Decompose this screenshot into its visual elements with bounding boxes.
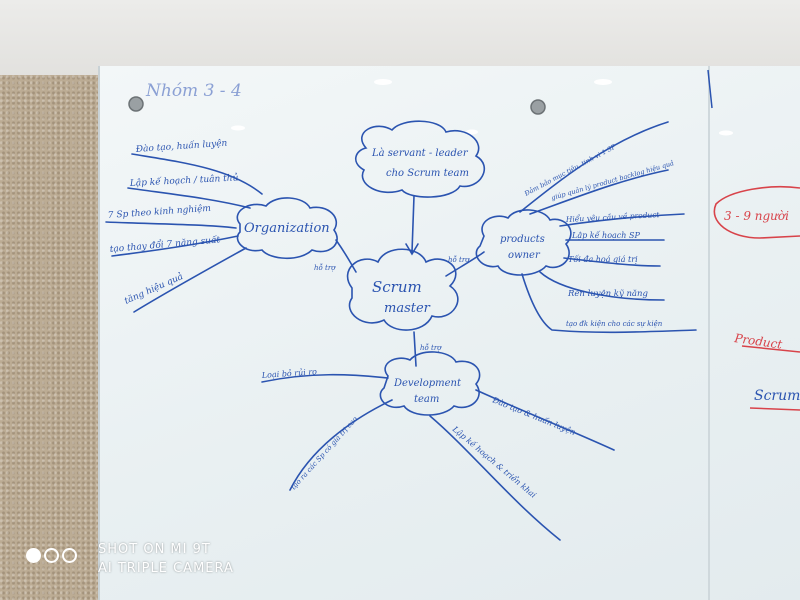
product-owner-line2: owner: [508, 250, 541, 261]
servant-leader-cloud: [355, 120, 486, 198]
dev-team-line2: team: [414, 394, 439, 405]
product-owner-link-label: hỗ trợ: [448, 255, 470, 264]
center-label-line2: master: [384, 301, 431, 316]
organization-item: Đào tạo, huấn luyện: [134, 138, 227, 155]
branch-line: [105, 221, 237, 229]
connector-arrow: [405, 243, 419, 256]
product-owner-item: giúp quản lý product backlog hiệu quả: [550, 158, 675, 202]
whiteboard-seam: [708, 66, 710, 600]
watermark-line1: SHOT ON MI 9T: [98, 542, 211, 557]
lens-dot-icon: [26, 548, 41, 563]
right-board-text: Product: [733, 331, 784, 352]
right-board-text: Scrum: [754, 388, 800, 404]
office-wall: [0, 0, 800, 75]
servant-leader-line2: cho Scrum team: [386, 168, 469, 179]
organization-item: tăng hiệu quả: [123, 271, 185, 307]
dev-team-item: Lập kế hoạch & triển khai: [450, 424, 538, 500]
organization-label: Organization: [244, 221, 330, 236]
dev-team-item: Loại bỏ rủi ro: [261, 367, 318, 380]
center-cloud: [346, 248, 459, 331]
branch-line: [475, 389, 615, 451]
red-underline: [749, 407, 800, 411]
organization-item: 7 Sp theo kinh nghiệm: [107, 203, 211, 221]
lens-dot-icon: [62, 548, 77, 563]
connector: [335, 239, 357, 273]
connector-arrow: [411, 195, 415, 253]
product-owner-cloud: [475, 209, 572, 276]
product-owner-item: Rèn luyện kỹ năng: [567, 288, 648, 299]
dev-team-link-label: hỗ trợ: [420, 343, 442, 352]
branch-line: [521, 273, 697, 334]
whiteboard: [98, 66, 800, 600]
branch-line: [111, 235, 239, 257]
watermark-line2: AI TRIPLE CAMERA: [98, 561, 234, 576]
product-owner-line1: products: [500, 234, 545, 245]
branch-line: [133, 247, 247, 313]
product-owner-item: Tối đa hoá giá trị: [568, 255, 638, 264]
product-owner-item: Lập kế hoạch SP: [571, 231, 640, 240]
branch-line: [429, 415, 561, 541]
organization-item: tạo thay đổi 7 năng suất: [109, 233, 221, 255]
connector: [413, 331, 417, 367]
corkboard-panel: [0, 75, 98, 600]
group-heading: Nhóm 3 - 4: [145, 81, 242, 101]
product-owner-item: tạo đk kiện cho các sự kiện: [566, 320, 663, 328]
light-reflection: [719, 130, 733, 136]
organization-link-label: hỗ trợ: [314, 263, 336, 272]
branch-line: [539, 271, 665, 301]
branch-line: [529, 169, 669, 215]
organization-item: Lập kế hoạch / tuân thủ: [129, 172, 239, 189]
dev-team-cloud: [379, 351, 481, 416]
servant-leader-line1: Là servant - leader: [371, 148, 469, 159]
branch-line: [289, 399, 393, 491]
board-divider-line: [707, 69, 713, 109]
light-reflection: [374, 79, 392, 85]
light-reflection: [466, 129, 478, 135]
branch-line: [127, 187, 251, 209]
light-reflection: [231, 125, 245, 131]
red-bubble: [713, 185, 800, 239]
right-board-text: 3 - 9 người: [724, 209, 789, 223]
dev-team-line1: Development: [393, 378, 462, 389]
dev-team-item: tạo ra các Sp có giá trị cao: [290, 415, 360, 491]
connector: [445, 251, 485, 277]
mount-screw: [530, 99, 546, 115]
center-label-line1: Scrum: [372, 278, 422, 296]
mount-screw: [128, 96, 144, 112]
lens-dot-icon: [44, 548, 59, 563]
branch-line: [563, 257, 661, 267]
camera-logo-icon: [26, 548, 77, 563]
red-underline: [741, 345, 800, 353]
branch-line: [261, 373, 389, 383]
dev-team-item: Đào tạo & huấn luyện: [490, 395, 576, 437]
branch-line: [131, 153, 263, 195]
light-reflection: [594, 79, 612, 85]
branch-line: [519, 121, 669, 213]
branch-line: [559, 213, 685, 227]
organization-cloud: [236, 197, 338, 260]
product-owner-item: Hiểu yêu cầu về product: [565, 210, 661, 224]
